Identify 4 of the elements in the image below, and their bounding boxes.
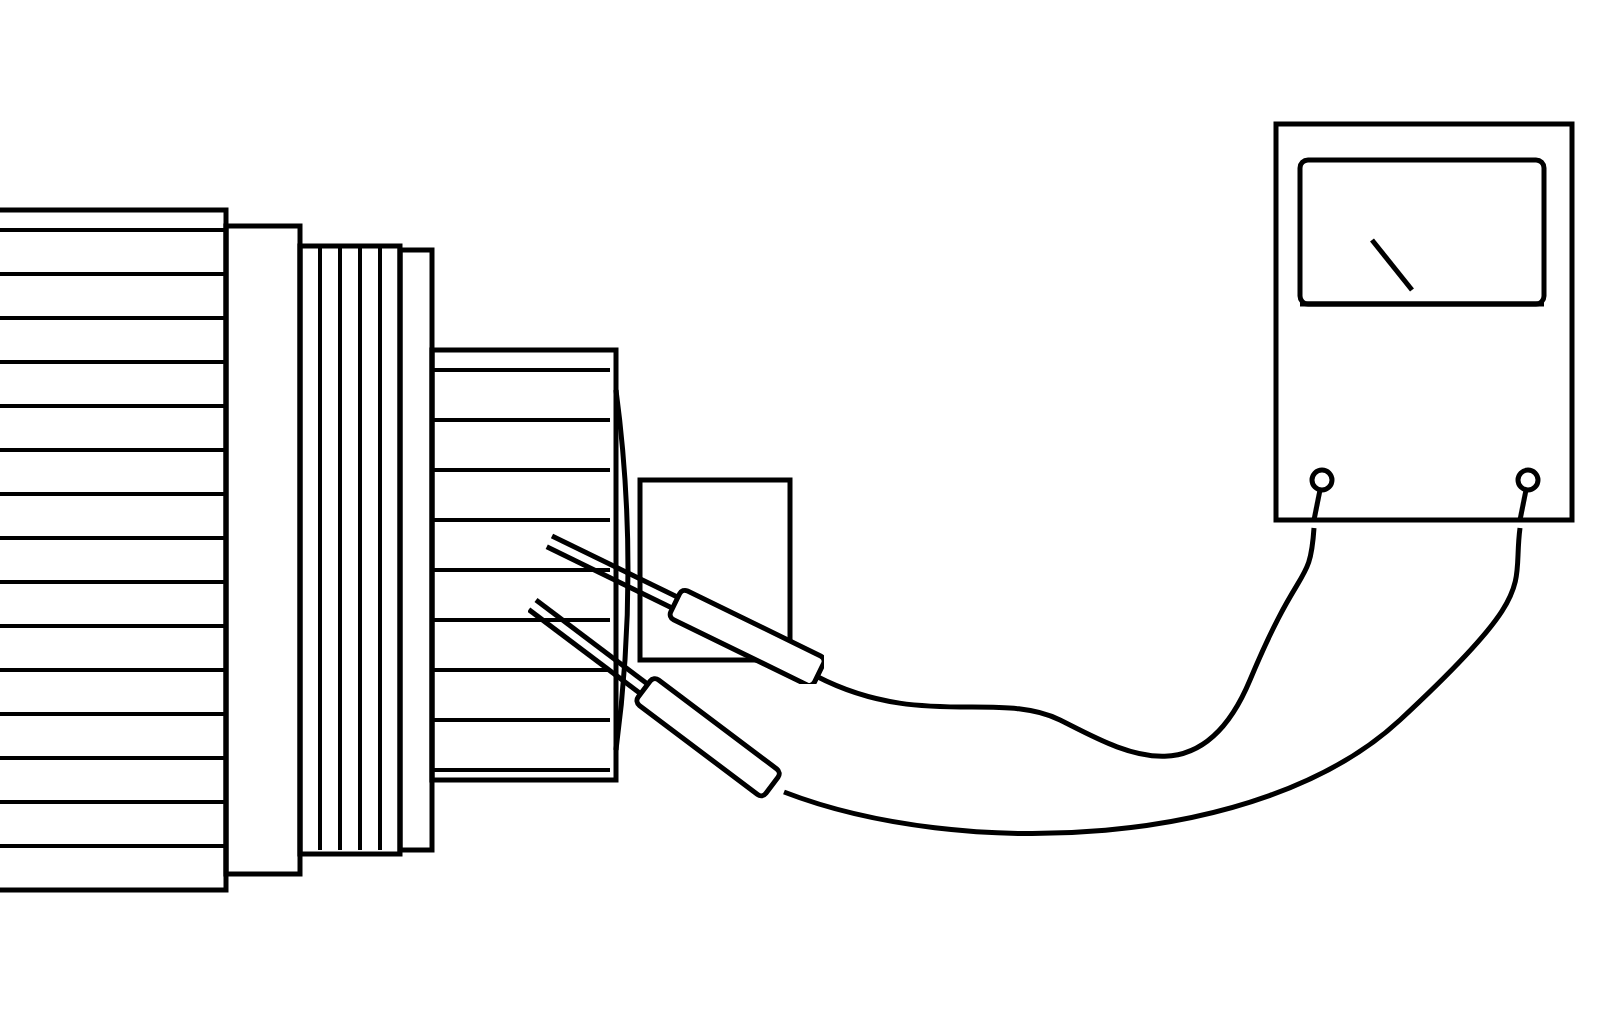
- test-lead-wire: [783, 527, 1523, 836]
- test-lead-wire: [814, 527, 1317, 759]
- meter-drawing: [1272, 120, 1576, 528]
- test-probe-drawing: [544, 528, 824, 684]
